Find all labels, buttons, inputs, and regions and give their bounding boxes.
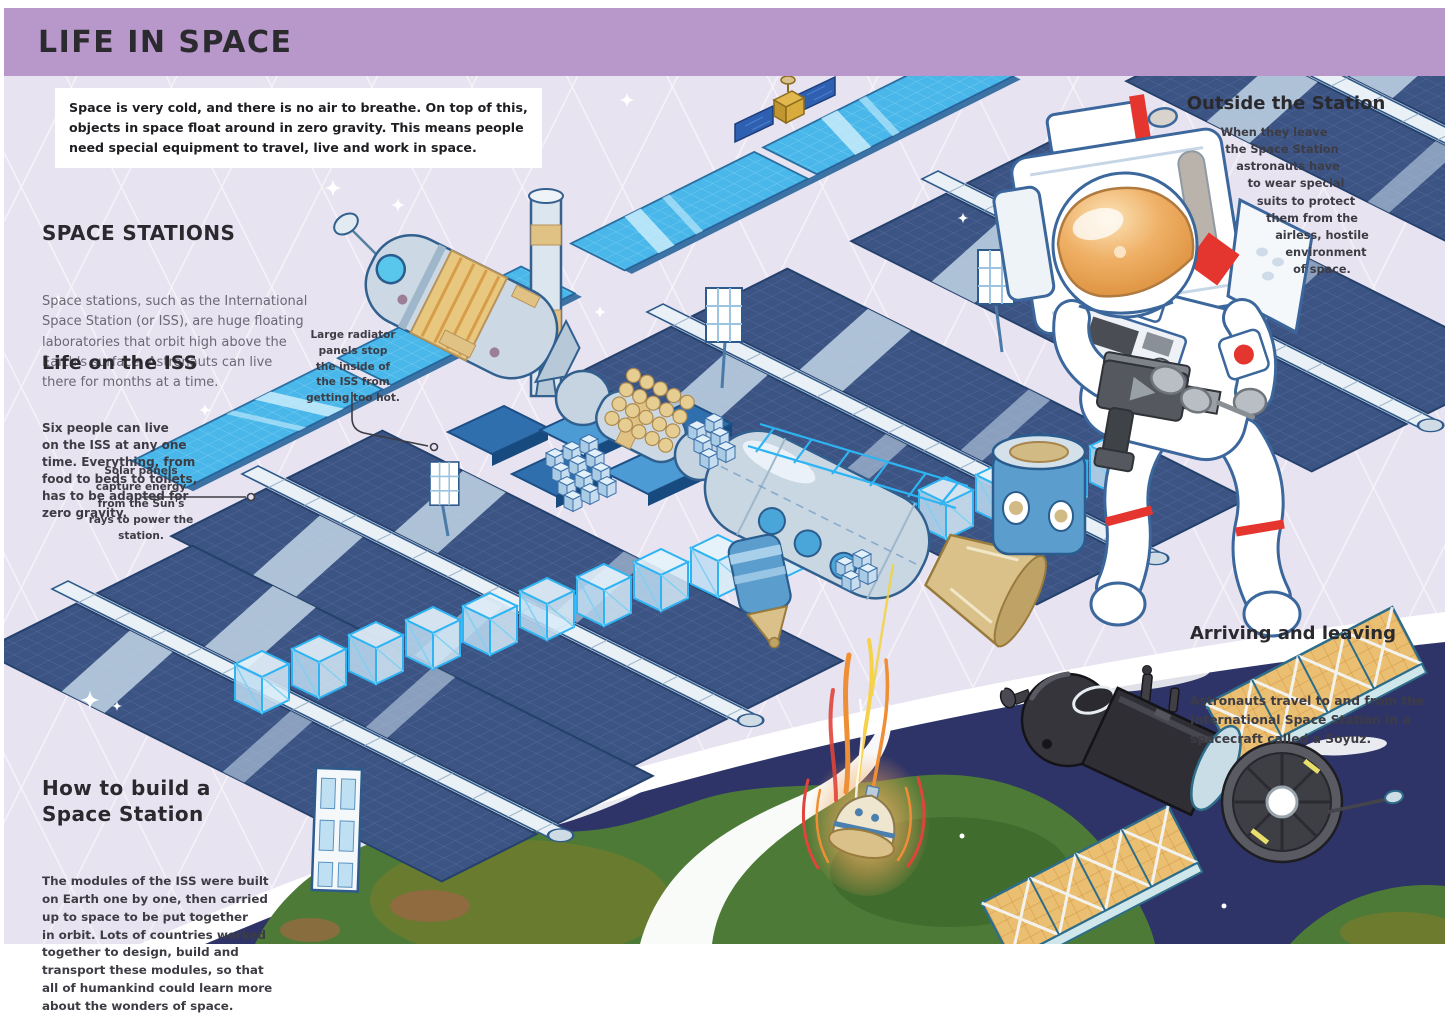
astronaut-illustration xyxy=(992,94,1314,638)
capsule xyxy=(828,784,896,859)
build-heading: How to build a Space Station xyxy=(42,776,211,826)
red-patch xyxy=(1186,232,1240,286)
upright-module xyxy=(991,433,1087,556)
astronaut-glove xyxy=(1180,386,1212,414)
arriving-heading: Arriving and leaving xyxy=(1190,623,1396,644)
outside-station-heading: Outside the Station xyxy=(1186,93,1386,114)
section-space-stations: SPACE STATIONS Space stations, such as t… xyxy=(42,183,307,412)
sparkle-icon xyxy=(619,92,635,108)
arriving-body: Astronauts travel to and from the Intern… xyxy=(1190,694,1425,747)
life-on-iss-body: Six people can live on the ISS at any on… xyxy=(42,421,198,521)
astronaut-right-arm xyxy=(1217,298,1278,417)
illustration-canvas xyxy=(0,0,1445,944)
callout-leader-lines xyxy=(142,392,439,502)
sparkle-icon xyxy=(390,197,406,213)
power-drill xyxy=(1093,351,1256,473)
space-stations-heading: SPACE STATIONS xyxy=(42,221,236,245)
reentry-capsule-illustration xyxy=(801,563,930,896)
service-module xyxy=(333,212,581,384)
satellite-icon xyxy=(734,75,836,144)
astronaut-helmet xyxy=(1051,171,1199,319)
section-life-on-iss: Life on the ISS Six people can live on t… xyxy=(42,314,197,541)
radiator-column xyxy=(310,766,364,893)
section-build: How to build a Space Station The modules… xyxy=(42,737,272,1035)
lattice-panel xyxy=(705,287,743,343)
page-margin-left xyxy=(0,0,4,944)
soyuz-illustration xyxy=(959,605,1428,944)
page-margin-top xyxy=(0,0,1445,8)
build-body: The modules of the ISS were built on Ear… xyxy=(42,874,273,1014)
sphere-tank-cluster xyxy=(604,367,695,453)
intro-text-box: Space is very cold, and there is no air … xyxy=(55,88,542,168)
sparkle-icon xyxy=(324,179,342,197)
astronaut-left-arm xyxy=(1052,299,1123,399)
space-stations-body: Space stations, such as the Internationa… xyxy=(42,294,308,391)
docked-craft xyxy=(727,533,792,649)
iss-illustration xyxy=(0,0,1445,895)
docking-cone xyxy=(923,533,1047,648)
lattice-panel xyxy=(429,461,460,507)
central-modules xyxy=(429,249,1087,649)
astronaut-glove xyxy=(1150,365,1186,395)
astronaut-legs xyxy=(1089,407,1302,638)
life-on-iss-heading: Life on the ISS xyxy=(42,352,198,374)
section-arriving: Arriving and leaving Astronauts travel t… xyxy=(1190,585,1424,768)
title-banner: LIFE IN SPACE xyxy=(4,8,1445,76)
page-title: LIFE IN SPACE xyxy=(38,24,293,60)
radiator-leader-line xyxy=(351,392,429,447)
radiator-callout: Large radiator panels stop the inside of… xyxy=(306,329,400,404)
solar-callout: Solar panels capture energy from the Sun… xyxy=(88,465,194,543)
sparkle-icon xyxy=(593,305,607,319)
